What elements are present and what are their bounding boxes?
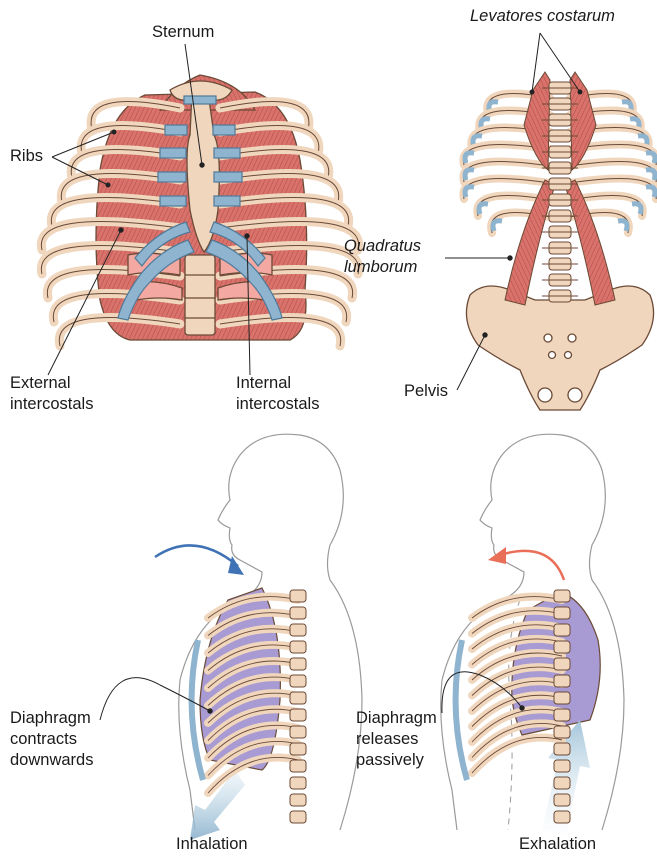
cartilage-seg: [465, 187, 474, 197]
label-diaphragm-inhale-3: downwards: [10, 750, 93, 770]
side-vertebra: [290, 641, 306, 653]
posterior-spine-illustration: [466, 286, 653, 410]
side-vertebra: [554, 777, 570, 789]
label-ribs: Ribs: [10, 146, 43, 166]
side-vertebra: [554, 658, 570, 670]
label-internal-intercostals-2: intercostals: [236, 394, 319, 414]
label-sternum: Sternum: [152, 22, 214, 42]
side-vertebra: [290, 692, 306, 704]
label-inhalation: Inhalation: [176, 834, 248, 854]
exhale-air-arrowhead: [488, 547, 506, 564]
cartilage-seg: [632, 204, 641, 214]
label-internal-intercostals-1: Internal: [236, 373, 291, 393]
cartilage-seg: [646, 187, 655, 197]
side-cartilage: [456, 640, 467, 780]
label-pelvis: Pelvis: [404, 381, 448, 401]
side-vertebra: [290, 607, 306, 619]
side-vertebra: [554, 692, 570, 704]
side-vertebra: [290, 726, 306, 738]
side-vertebra: [554, 675, 570, 687]
side-vertebra: [554, 641, 570, 653]
side-vertebra: [290, 743, 306, 755]
side-vertebra: [554, 624, 570, 636]
label-diaphragm-inhale-2: contracts: [10, 729, 77, 749]
side-vertebra: [554, 794, 570, 806]
cartilage-seg: [479, 204, 488, 214]
label-external-intercostals-2: intercostals: [10, 394, 93, 414]
exhale-air-arrow: [500, 551, 564, 580]
label-exhalation: Exhalation: [519, 834, 596, 854]
side-vertebra: [290, 794, 306, 806]
label-levatores-costarum: Levatores costarum: [470, 6, 615, 26]
side-vertebra: [554, 590, 570, 602]
side-vertebra: [290, 675, 306, 687]
side-vertebra: [290, 760, 306, 772]
side-vertebra: [290, 658, 306, 670]
label-diaphragm-inhale-1: Diaphragm: [10, 708, 91, 728]
side-vertebra: [554, 607, 570, 619]
cartilage-seg: [493, 221, 502, 231]
side-vertebra: [554, 726, 570, 738]
label-diaphragm-exhale-1: Diaphragm: [356, 708, 437, 728]
side-vertebra: [554, 811, 570, 823]
side-vertebra: [554, 709, 570, 721]
side-vertebra: [290, 624, 306, 636]
inhale-air-arrow: [155, 545, 238, 566]
label-external-intercostals-1: External: [10, 373, 71, 393]
side-vertebra: [290, 709, 306, 721]
side-vertebra: [290, 777, 306, 789]
side-vertebra: [554, 760, 570, 772]
label-diaphragm-exhale-2: releases: [356, 729, 418, 749]
cartilage-seg: [618, 221, 627, 231]
label-quadratus-lumborum-2: lumborum: [344, 257, 417, 277]
label-diaphragm-exhale-3: passively: [356, 750, 424, 770]
side-vertebra: [290, 811, 306, 823]
side-vertebra: [290, 590, 306, 602]
label-quadratus-lumborum-1: Quadratus: [344, 236, 421, 256]
side-vertebra: [554, 743, 570, 755]
